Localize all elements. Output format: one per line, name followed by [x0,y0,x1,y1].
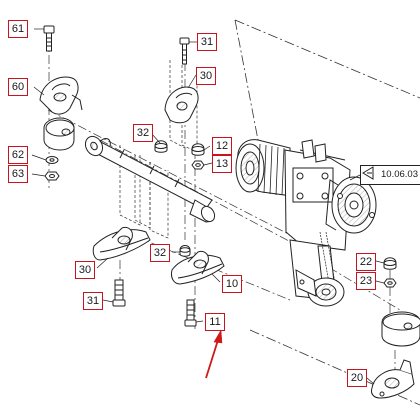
callout-13: 13 [212,155,232,173]
part-31-lower-bolt [112,279,126,307]
part-32-cap-top [154,140,168,153]
main-shaft [84,135,216,223]
part-61-bolt [43,25,55,52]
callout-32-top: 32 [133,124,153,142]
part-20-bracket [371,359,415,399]
part-62-washer [45,156,59,164]
part-22-cap [383,257,397,270]
callout-12: 12 [212,137,232,155]
callout-62: 62 [8,146,28,164]
callout-20: 20 [347,369,367,387]
part-11-bolt [184,299,197,327]
boundary-lines [234,19,420,406]
callout-23: 23 [356,272,376,290]
gearbox-assembly [235,139,377,307]
callout-30-lower: 30 [75,261,95,279]
part-13-nut [191,160,205,170]
leader-lines [31,28,385,385]
callout-22: 22 [356,253,376,271]
part-23-nut [383,278,397,288]
part-32-cap-bottom [179,245,191,257]
right-bushing [381,311,420,347]
reference-arrow-icon [362,166,374,180]
callout-30-top: 30 [196,67,216,85]
callout-10: 10 [222,275,242,293]
callout-31-top: 31 [197,33,217,51]
part-30-top-bracket [164,86,199,124]
reference-tag[interactable]: 10.06.03 [360,165,420,185]
callout-32-lower: 32 [150,244,170,262]
callout-60: 60 [8,78,28,96]
callout-63: 63 [8,165,28,183]
part-30-lower-bracket [92,227,151,261]
part-10-lower-bracket [171,251,225,285]
callout-31-lower: 31 [83,292,103,310]
part-60-bracket [39,76,83,115]
red-arrow [205,329,223,379]
part-63-nut [44,171,60,181]
reference-tag-label: 10.06.03 [381,169,418,180]
part-12-cap [191,143,205,156]
callout-61: 61 [8,20,28,38]
left-bushing [43,117,75,151]
part-31-top-bolt [179,37,190,65]
callout-11: 11 [205,313,225,331]
